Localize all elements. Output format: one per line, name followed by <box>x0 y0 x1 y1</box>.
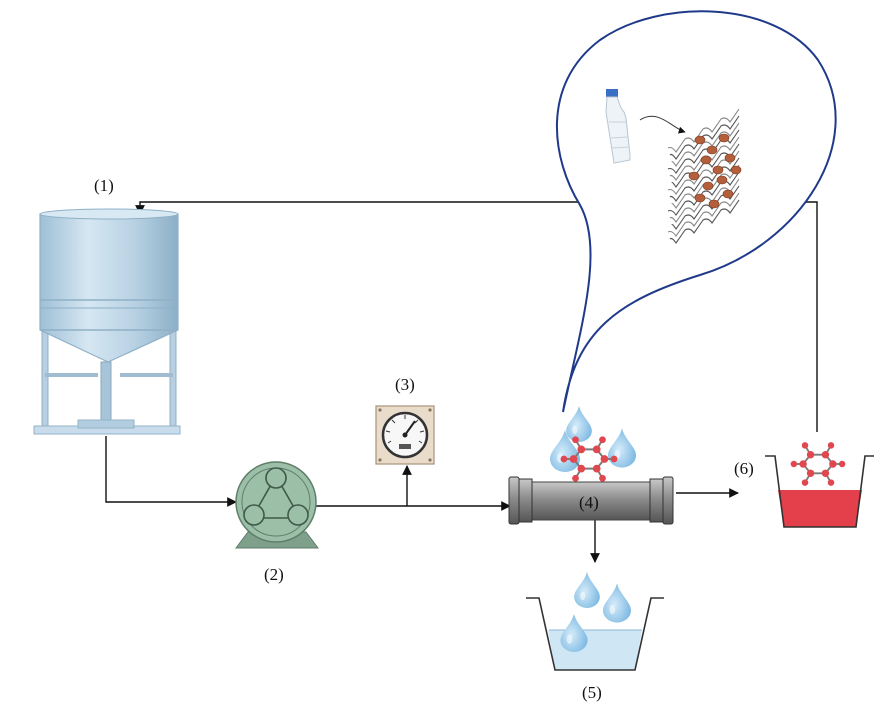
flow-lines <box>105 201 818 563</box>
dye-molecule-icon <box>790 441 846 487</box>
fiber-particle <box>708 199 720 209</box>
membrane-callout-bubble <box>555 10 837 413</box>
water-drop-icon <box>566 406 592 442</box>
fiber-strand <box>667 192 740 237</box>
bottle-to-fibers-arrow <box>639 115 686 134</box>
fiber-strand <box>669 115 740 160</box>
membrane-module-icon <box>508 476 674 525</box>
fiber-particle <box>694 193 706 203</box>
fiber-particle <box>702 181 714 191</box>
water-drop-icon <box>603 583 631 623</box>
pressure-gauge-icon <box>375 405 435 465</box>
membrane-label: (4) <box>579 493 599 512</box>
fiber-particle <box>718 133 730 143</box>
fiber-particle <box>712 165 724 175</box>
fiber-particle <box>730 165 742 175</box>
retentate-label: (6) <box>734 459 754 478</box>
nanofiber-membrane-icon <box>667 108 742 244</box>
pump-label: (2) <box>264 565 284 584</box>
fiber-particle <box>716 175 728 185</box>
fiber-particle <box>724 153 736 163</box>
fiber-strand <box>669 157 740 202</box>
feed-tank-icon <box>33 208 181 435</box>
fiber-particle <box>706 145 718 155</box>
pump-icon <box>235 461 319 549</box>
retentate-container-icon <box>765 455 874 528</box>
permeate-label: (5) <box>582 683 602 702</box>
fiber-particle <box>700 155 712 165</box>
recycle-line <box>135 201 818 432</box>
fiber-strand <box>669 199 740 244</box>
fiber-particle <box>722 189 734 199</box>
gauge-label: (3) <box>395 375 415 394</box>
water-drop-icon <box>574 572 600 608</box>
tank-to-pump-line <box>105 436 237 507</box>
permeate-container-icon <box>526 597 664 671</box>
fiber-particle <box>688 171 700 181</box>
fiber-strand <box>667 171 740 216</box>
tank-label: (1) <box>94 176 114 195</box>
fiber-particle <box>694 135 706 145</box>
water-drop-icon <box>560 614 588 652</box>
fiber-strand <box>667 108 740 153</box>
plastic-bottle-icon <box>605 89 631 164</box>
